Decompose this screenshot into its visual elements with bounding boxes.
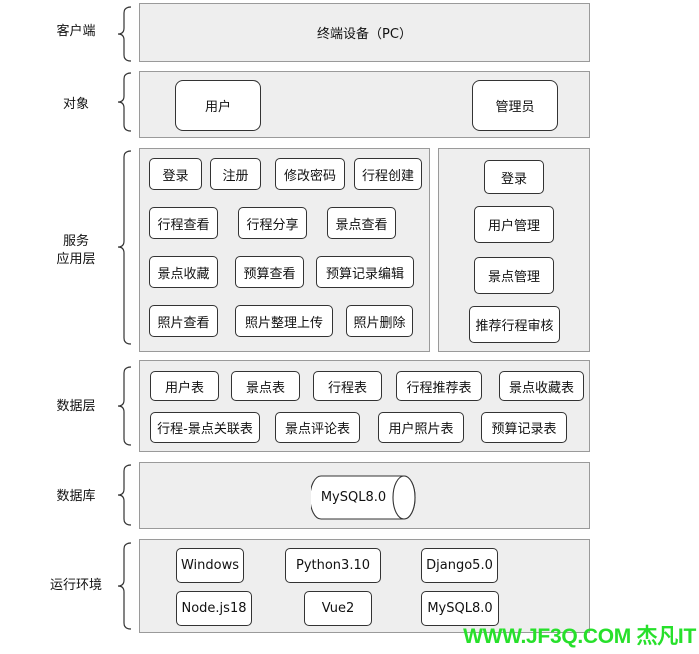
brace-icon: [117, 464, 132, 526]
layer-label-object: 对象: [62, 97, 89, 112]
user-func-register: 注册: [210, 158, 261, 190]
runtime-vue: Vue2: [304, 591, 372, 626]
user-func-trip-view: 行程查看: [149, 207, 218, 239]
layer-label-database: 数据库: [56, 489, 96, 504]
user-func-photo-upload: 照片整理上传: [235, 305, 333, 337]
user-func-budget-view: 预算查看: [235, 256, 304, 288]
object-panel: 用户 管理员: [139, 71, 590, 138]
user-func-trip-create: 行程创建: [354, 158, 422, 190]
table-spot-comment: 景点评论表: [275, 412, 360, 443]
brace-icon: [117, 542, 132, 630]
admin-func-spot-manage: 景点管理: [474, 257, 554, 294]
table-user: 用户表: [150, 371, 219, 401]
user-func-photo-delete: 照片删除: [346, 305, 413, 337]
runtime-panel: Windows Python3.10 Django5.0 Node.js18 V…: [139, 539, 590, 633]
user-func-budget-edit: 预算记录编辑: [316, 256, 414, 288]
brace-icon: [117, 6, 132, 62]
user-func-login: 登录: [149, 158, 202, 190]
data-panel: 用户表 景点表 行程表 行程推荐表 景点收藏表 行程-景点关联表 景点评论表 用…: [139, 360, 590, 452]
table-user-photo: 用户照片表: [378, 412, 464, 443]
brace-icon: [117, 150, 132, 345]
user-func-trip-share: 行程分享: [238, 207, 307, 239]
admin-func-login: 登录: [484, 160, 544, 194]
runtime-django: Django5.0: [421, 548, 498, 583]
user-func-spot-view: 景点查看: [327, 207, 396, 239]
admin-service-panel: 登录 用户管理 景点管理 推荐行程审核: [438, 148, 590, 352]
runtime-windows: Windows: [176, 548, 244, 583]
layer-label-service-line1: 服务: [62, 234, 89, 249]
user-func-spot-favorite: 景点收藏: [149, 256, 218, 288]
terminal-device-label: 终端设备（PC）: [317, 27, 412, 42]
runtime-mysql: MySQL8.0: [421, 591, 499, 626]
database-panel: MySQL8.0: [139, 462, 590, 529]
object-admin: 管理员: [472, 80, 558, 131]
user-func-photo-view: 照片查看: [149, 305, 218, 337]
table-trip: 行程表: [313, 371, 382, 401]
watermark-text: WWW.JF3Q.COM 杰凡IT: [463, 625, 696, 648]
client-panel: 终端设备（PC）: [139, 3, 590, 62]
runtime-python: Python3.10: [285, 548, 381, 583]
admin-func-user-manage: 用户管理: [474, 206, 554, 243]
brace-icon: [117, 366, 132, 446]
database-engine-label: MySQL8.0: [320, 490, 387, 505]
layer-label-service: 服务 应用层: [38, 233, 114, 269]
brace-icon: [117, 72, 132, 132]
table-spot-favorite: 景点收藏表: [499, 371, 584, 401]
layer-label-runtime: 运行环境: [49, 578, 102, 593]
table-trip-recommend: 行程推荐表: [396, 371, 482, 401]
user-func-change-password: 修改密码: [275, 158, 345, 190]
object-user: 用户: [175, 80, 261, 131]
runtime-nodejs: Node.js18: [176, 591, 252, 626]
layer-label-client: 客户端: [56, 24, 96, 39]
table-budget-record: 预算记录表: [481, 412, 567, 443]
table-trip-spot-relation: 行程-景点关联表: [150, 412, 260, 443]
table-spot: 景点表: [231, 371, 300, 401]
layer-label-service-line2: 应用层: [56, 252, 96, 267]
layer-label-data: 数据层: [56, 399, 96, 414]
admin-func-trip-review: 推荐行程审核: [469, 306, 560, 343]
user-service-panel: 登录 注册 修改密码 行程创建 行程查看 行程分享 景点查看 景点收藏 预算查看…: [139, 148, 430, 352]
database-cylinder-icon: [311, 475, 416, 520]
